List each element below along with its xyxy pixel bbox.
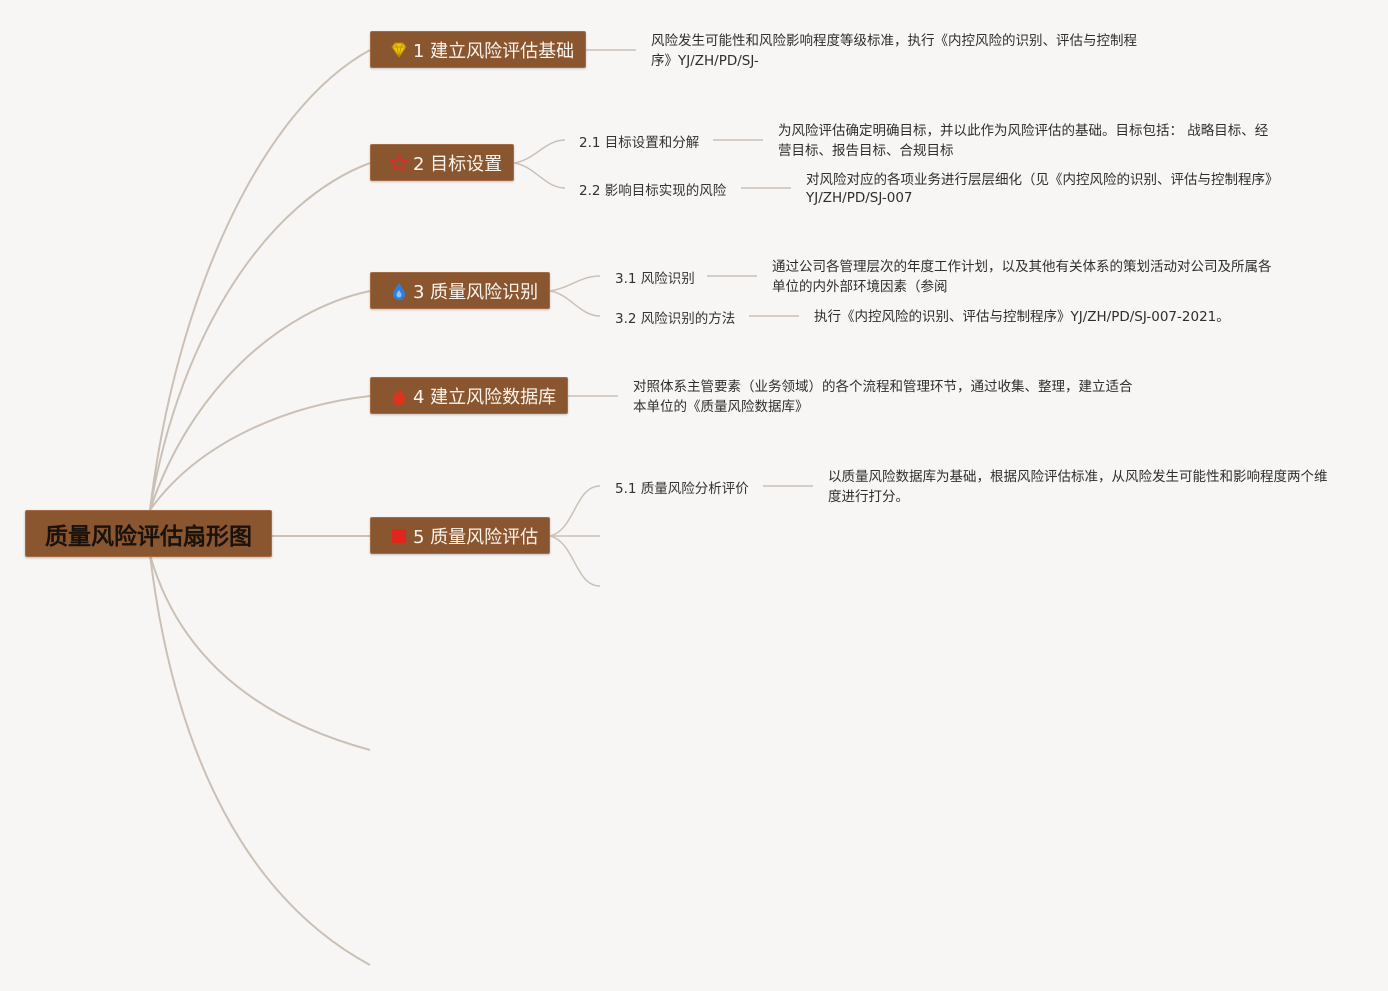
sub-5-1-note: 以质量风险数据库为基础，根据风险评估标准，从风险发生可能性和影响程度两个维度进行… [828, 469, 1328, 505]
connector-root-b2 [149, 162, 371, 511]
root-node[interactable]: 质量风险评估扇形图 [25, 510, 272, 557]
connector-root-empty-1 [149, 554, 371, 751]
connector-b3-s2 [549, 290, 601, 317]
branch-node-1[interactable]: 1 建立风险评估基础 [370, 31, 586, 68]
branch-label-4: 4 建立风险数据库 [413, 386, 557, 408]
connector-root-b1 [149, 49, 371, 511]
branch-4-note: 对照体系主管要素（业务领域）的各个流程和管理环节，通过收集、整理，建立适合本单位… [633, 379, 1133, 415]
connector-b5-empty-2 [549, 535, 601, 587]
sub-3-1-note: 通过公司各管理层次的年度工作计划，以及其他有关体系的策划活动对公司及所属各单位的… [772, 259, 1272, 295]
root-label: 质量风险评估扇形图 [45, 523, 252, 550]
connector-root-b4 [149, 395, 371, 511]
sub-2-2-note: 对风险对应的各项业务进行层层细化（见《内控风险的识别、评估与控制程序》YJ/ZH… [806, 172, 1279, 206]
diamond-icon [389, 40, 409, 60]
drop-icon [389, 281, 409, 301]
branch-label-2: 2 目标设置 [413, 153, 503, 175]
branch-label-5: 5 质量风险评估 [413, 526, 539, 548]
sub-2-1[interactable]: 2.1 目标设置和分解 [579, 135, 700, 151]
connector-root-b3 [149, 290, 371, 511]
branch-node-4[interactable]: 4 建立风险数据库 [370, 377, 568, 414]
sub-5-1[interactable]: 5.1 质量风险分析评价 [615, 481, 749, 497]
sub-2-1-note: 为风险评估确定明确目标，并以此作为风险评估的基础。目标包括： 战略目标、经营目标… [778, 123, 1269, 159]
branch-node-5[interactable]: 5 质量风险评估 [370, 517, 550, 554]
connector-b3-s1 [549, 275, 601, 292]
sub-3-2-note: 执行《内控风险的识别、评估与控制程序》YJ/ZH/PD/SJ-007-2021。 [814, 309, 1230, 325]
square-icon [389, 526, 409, 546]
branch-node-3[interactable]: 3 质量风险识别 [370, 272, 550, 309]
branch-label-3: 3 质量风险识别 [413, 281, 539, 303]
sub-3-2[interactable]: 3.2 风险识别的方法 [615, 311, 736, 327]
sub-3-1[interactable]: 3.1 风险识别 [615, 271, 695, 287]
flame-icon [389, 386, 409, 406]
branch-1-note: 风险发生可能性和风险影响程度等级标准，执行《内控风险的识别、评估与控制程序》YJ… [651, 33, 1137, 69]
connector-b2-s2 [513, 162, 566, 189]
sub-2-2[interactable]: 2.2 影响目标实现的风险 [579, 183, 727, 199]
branch-node-2[interactable]: 2 目标设置 [370, 144, 514, 181]
connector-root-empty-2 [149, 554, 371, 966]
star-outline-icon [389, 152, 409, 173]
connector-b5-s1 [549, 485, 601, 537]
connector-b2-s1 [513, 139, 566, 164]
branch-label-1: 1 建立风险评估基础 [413, 40, 575, 62]
